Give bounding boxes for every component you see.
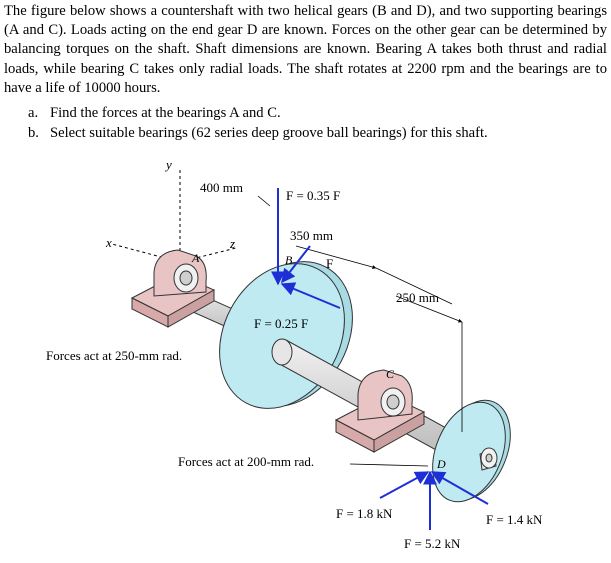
dimension-250: 250 mm xyxy=(396,290,439,305)
problem-statement: The figure below shows a countershaft wi… xyxy=(4,3,607,96)
force-fy-d: F = 5.2 kN xyxy=(404,536,461,551)
axis-y-label: y xyxy=(164,157,172,172)
task-list: a. Find the forces at the bearings A and … xyxy=(28,103,488,143)
force-fz-b: F xyxy=(326,256,333,271)
task-b-label: b. xyxy=(28,125,39,141)
shaft-hub-b xyxy=(271,338,293,366)
note-250-radius: Forces act at 250-mm rad. xyxy=(46,348,182,363)
coordinate-axes xyxy=(111,170,237,263)
gear-b-label: B xyxy=(285,253,293,267)
axis-z-label: z xyxy=(229,236,235,251)
gear-d-label: D xyxy=(436,457,446,471)
bearing-a-label: A xyxy=(191,251,200,265)
dimension-400: 400 mm xyxy=(200,180,243,195)
force-fx-b: F = 0.25 F xyxy=(254,316,308,331)
dimension-350: 350 mm xyxy=(290,228,333,243)
force-fz-d: F = 1.8 kN xyxy=(336,506,393,521)
bearing-a xyxy=(130,249,216,328)
dimension-lines xyxy=(257,195,463,432)
task-b-text: Select suitable bearings (62 series deep… xyxy=(50,125,488,141)
task-b: b. Select suitable bearings (62 series de… xyxy=(28,123,488,143)
axis-x-label: x xyxy=(105,235,112,250)
forces-gear-b xyxy=(271,188,341,309)
note-200-radius: Forces act at 200-mm rad. xyxy=(178,454,314,469)
task-a-label: a. xyxy=(28,105,39,121)
note-200-leader xyxy=(349,463,429,467)
bearing-c-label: C xyxy=(386,367,395,381)
gear-d xyxy=(432,399,511,503)
bearing-c xyxy=(334,369,426,453)
force-fy-b: F = 0.35 F xyxy=(286,188,340,203)
force-fx-d: F = 1.4 kN xyxy=(486,512,543,527)
task-a: a. Find the forces at the bearings A and … xyxy=(28,103,488,123)
forces-gear-d xyxy=(379,470,489,530)
task-a-text: Find the forces at the bearings A and C. xyxy=(50,105,281,121)
